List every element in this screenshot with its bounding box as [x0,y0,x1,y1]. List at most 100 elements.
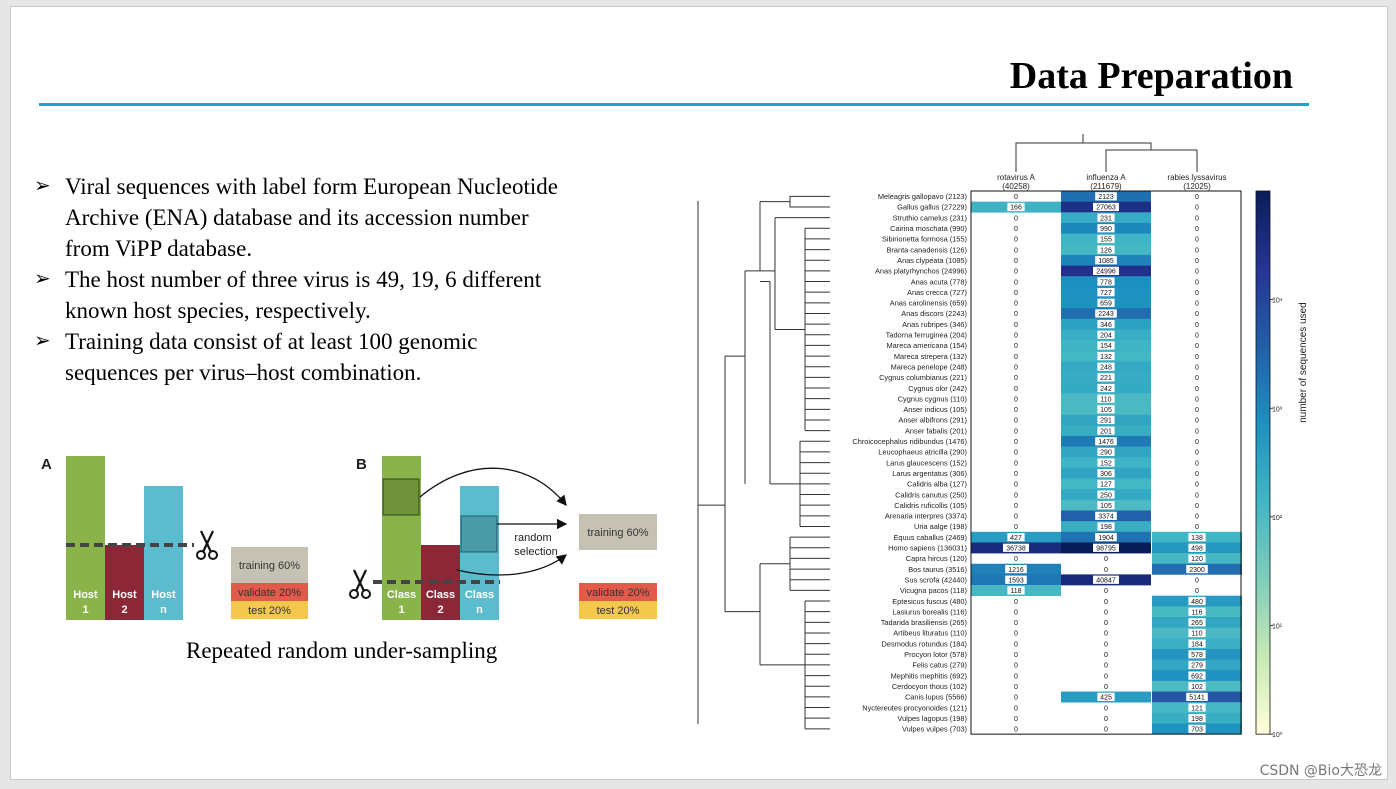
cell-value: 0 [1014,471,1018,478]
row-label: Anser albifrons (291) [898,416,967,425]
cell-value: 36738 [1006,546,1026,553]
bullet-item: ➢Viral sequences with label form Europea… [34,171,634,264]
cell-value: 0 [1195,375,1199,382]
panel-a-label: A [41,456,52,473]
cell-value: 0 [1014,247,1018,254]
cell-label-bg [1186,692,1208,701]
cell-value: 306 [1100,471,1112,478]
cell-label-bg [1097,426,1115,435]
cell-value: 0 [1014,418,1018,425]
cell-label-bg [1097,234,1115,244]
cell-label-bg [1093,202,1119,212]
cell-label-bg [1005,564,1027,574]
cell-label-bg [1188,607,1206,616]
cell-label-bg [1188,639,1206,648]
watermark: CSDN @Bio大恐龙 [1259,763,1382,779]
cell-value: 0 [1014,684,1018,691]
cell-value: 0 [1014,322,1018,329]
cell-value: 0 [1014,609,1018,616]
host-bar [105,545,144,620]
colorbar-tick-label: 10¹ [1272,624,1283,631]
bullet-line: Viral sequences with label form European… [65,174,558,199]
cell-value: 0 [1195,524,1199,531]
cell-value: 0 [1014,333,1018,340]
scissors-blade [202,530,214,553]
row-label: Mareca strepera (132) [894,352,967,361]
colorbar [1255,190,1271,735]
cell-label-bg [1095,511,1117,520]
row-label: Cairina moschata (990) [890,224,967,233]
cell-label-bg [1188,543,1206,552]
class-bar-label: Class [426,589,455,601]
heatmap-frame [970,190,1242,735]
cell-value: 692 [1191,673,1203,680]
cell-label-bg [1093,575,1119,584]
cell-value: 0 [1104,684,1108,691]
cell-label-bg [1003,543,1029,552]
cell-value: 0 [1195,269,1199,276]
training-box-a [231,547,308,583]
cell-label-bg [1188,554,1206,563]
row-label: Struthio camelus (231) [893,213,967,222]
cell-value: 1904 [1098,535,1114,542]
cell-label-bg [1097,405,1115,414]
row-label: Anser fabalis (201) [905,426,967,435]
cell-value: 0 [1195,226,1199,233]
column-count: (211679) [1090,182,1122,191]
row-label: Mareca americana (154) [886,341,967,350]
cell-value: 0 [1014,428,1018,435]
cell-value: 166 [1010,205,1022,212]
cell-value: 0 [1195,194,1199,201]
diagram-caption: Repeated random under-sampling [186,638,498,663]
row-label: Arenaria interpres (3374) [885,512,967,521]
cell-value: 0 [1014,599,1018,606]
bullet-list: ➢Viral sequences with label form Europea… [34,171,634,388]
cell-label-bg [1095,309,1117,318]
cell-value: 0 [1195,215,1199,222]
cell-value: 132 [1100,354,1112,361]
row-label: Anser indicus (105) [903,405,967,414]
cell-label-bg [1097,447,1115,457]
training-box-b [579,514,657,550]
cell-value: 0 [1195,577,1199,584]
bullet-line: The host number of three virus is 49, 19… [65,267,542,292]
row-label: Anas discors (2243) [901,309,967,318]
cell-value: 0 [1014,663,1018,670]
row-label: Procyon lotor (578) [904,650,967,659]
cell-value: 110 [1100,396,1111,403]
cell-value: 0 [1195,258,1199,265]
row-label: Eptesicus fuscus (480) [892,597,967,606]
cell-value: 0 [1014,460,1018,467]
scissors-blade [353,569,365,592]
row-label: Anas clypeata (1085) [897,256,967,265]
row-label: Canis lupus (5566) [905,693,967,702]
cell-value: 0 [1195,450,1199,457]
cell-value: 0 [1014,482,1018,489]
cell-value: 0 [1195,588,1199,595]
cell-value: 120 [1191,556,1203,563]
cell-label-bg [1186,564,1208,574]
row-label: Nyctereutes procyonoides (121) [862,703,967,712]
cell-value: 126 [1100,247,1112,254]
cell-label-bg [1007,533,1025,542]
cell-value: 0 [1014,375,1018,382]
cell-value: 0 [1104,609,1108,616]
cell-value: 2243 [1098,311,1114,318]
class-bar-index: n [476,604,483,616]
scissors-handle [349,589,359,599]
cell-label-bg [1097,288,1115,297]
host-bar-index: n [160,604,167,616]
cell-value: 0 [1014,354,1018,361]
cell-value: 110 [1191,631,1202,638]
bullet-line: known host species, respectively. [65,298,371,323]
cell-value: 0 [1014,194,1018,201]
cell-value: 0 [1014,514,1018,521]
row-label: Sus scrofa (42440) [905,575,967,584]
row-label: Anas crecca (727) [907,288,967,297]
scissors-icon [196,530,218,560]
row-label: Mephitis mephitis (692) [891,671,967,680]
cell-label-bg [1097,373,1115,382]
cell-value: 1593 [1008,577,1024,584]
cell-value: 0 [1014,492,1018,499]
row-label: Anas carolinensis (659) [890,299,967,308]
